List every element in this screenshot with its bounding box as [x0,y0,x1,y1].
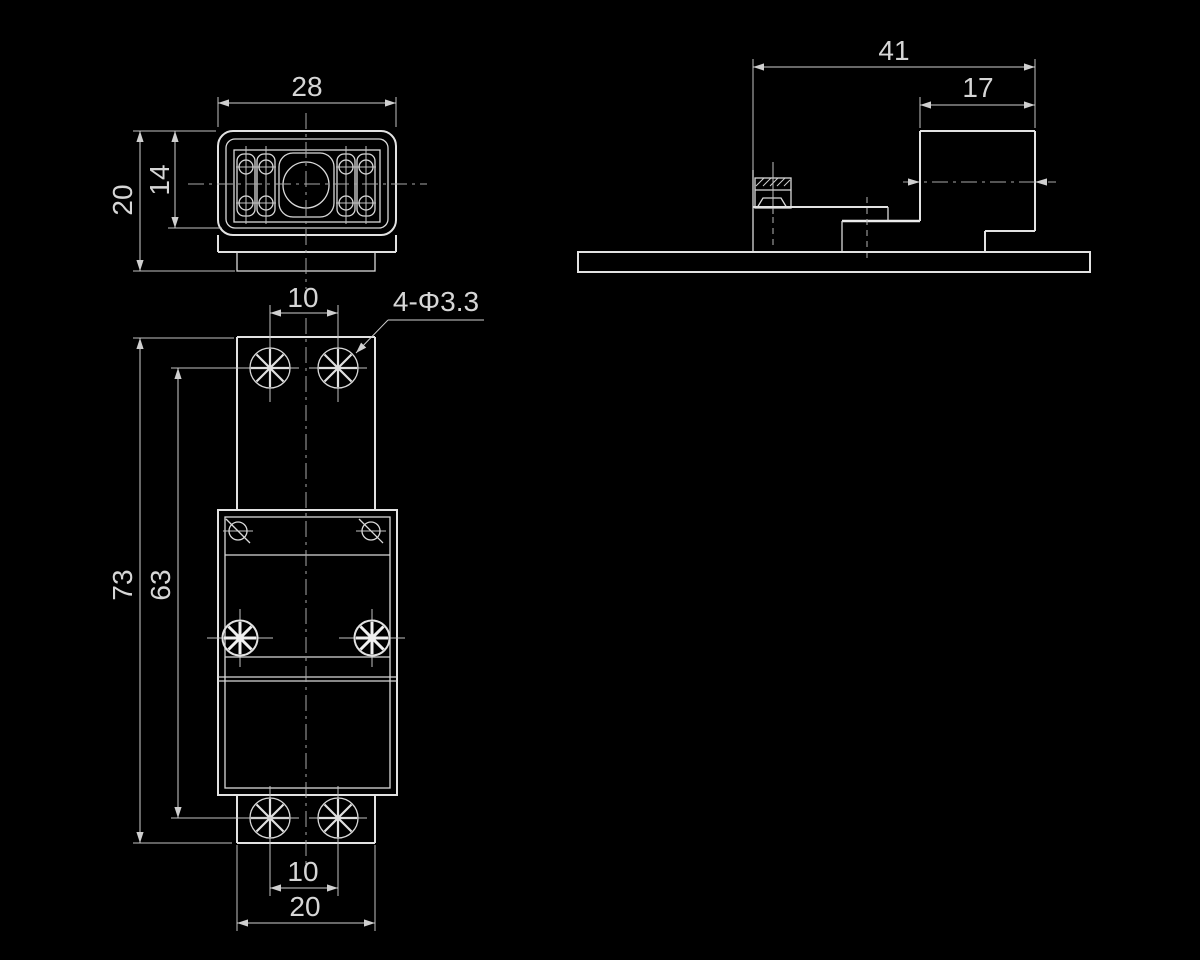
top-view: 28 [107,71,427,289]
front-corner-hole-right [355,518,387,544]
top-view-hole-cluster-left [235,146,277,224]
side-view-block [919,130,1036,252]
centerline-arrow-right [1035,178,1047,186]
dim-front-bottom-hole-spacing: 10 [287,856,318,887]
front-body-outline [217,509,398,796]
dim-top-inner-height: 14 [144,164,175,195]
top-view-body-outline [217,130,397,236]
dim-side-overall-width: 41 [878,35,909,66]
dim-front-bottom-tab-width: 20 [289,891,320,922]
side-view-base-plate [577,251,1091,273]
front-top-hole-left [239,334,301,404]
front-mid-hole-left [205,607,275,669]
front-view: 10 4-Φ3.3 73 63 [107,282,484,931]
dim-front-overall-height: 73 [107,569,138,600]
front-corner-hole-left [222,518,254,544]
front-mid-hole-right [337,607,407,669]
front-top-hole-right [307,334,369,404]
dim-front-top-hole-spacing: 10 [287,282,318,313]
top-view-hole-cluster-right [335,146,377,224]
dim-top-width: 28 [291,71,322,102]
dim-top-height: 20 [107,184,138,215]
side-view-connector [754,162,792,247]
dim-side-block-width: 17 [962,72,993,103]
dim-front-hole-callout: 4-Φ3.3 [393,286,479,317]
centerline-arrow-left [908,178,920,186]
side-view: 41 17 [577,35,1091,273]
dim-front-hole-span-height: 63 [145,569,176,600]
